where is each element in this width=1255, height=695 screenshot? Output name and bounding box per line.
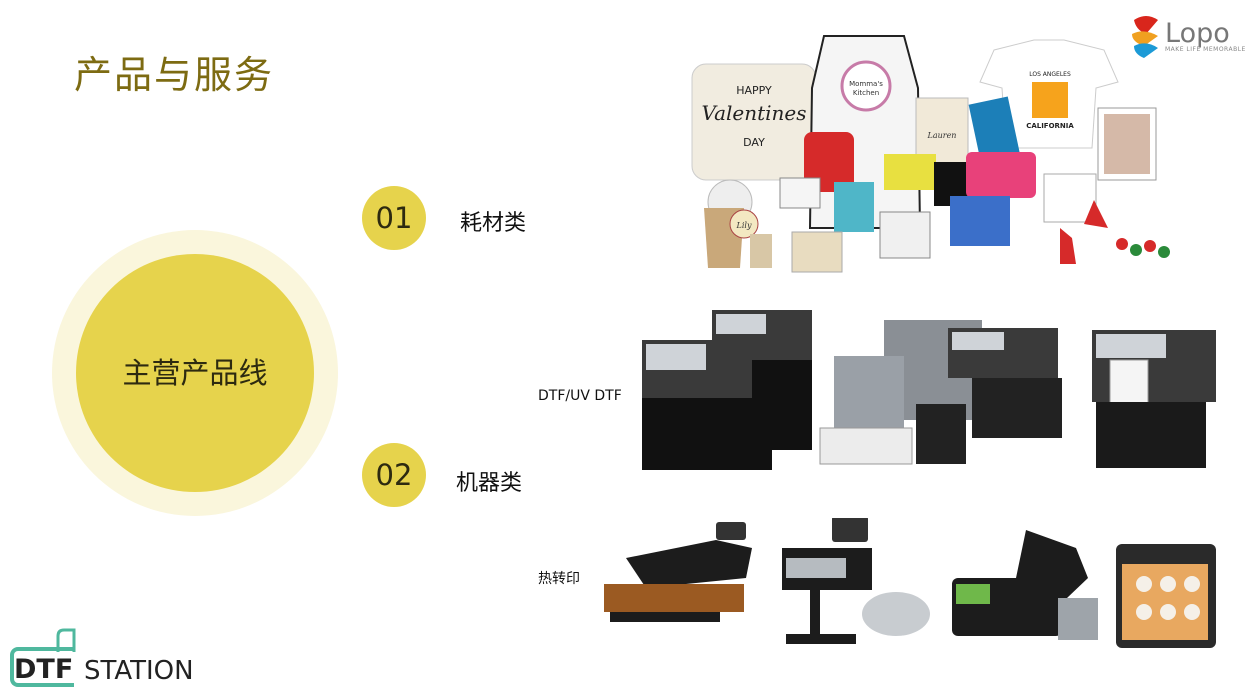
heat-press-image <box>604 518 1216 648</box>
category-label-consumables: 耗材类 <box>460 211 527 236</box>
footer-logo-station: STATION <box>84 656 194 686</box>
svg-text:Kitchen: Kitchen <box>853 89 879 97</box>
lopo-logo-icon <box>1132 16 1158 58</box>
dtf-logo-frame <box>10 647 74 687</box>
category-label-machines: 机器类 <box>456 471 523 496</box>
category-number-02: 02 <box>362 443 426 507</box>
center-circle: 主营产品线 <box>76 254 314 492</box>
svg-text:Lily: Lily <box>736 221 752 230</box>
page-title: 产品与服务 <box>74 53 275 97</box>
brand-name: Lopo <box>1165 18 1230 49</box>
brand-tagline: MAKE LIFE MEMORABLE <box>1165 46 1246 53</box>
machine-label-heat: 热转印 <box>538 571 580 587</box>
svg-text:CALIFORNIA: CALIFORNIA <box>1026 122 1074 130</box>
svg-text:LOS ANGELES: LOS ANGELES <box>1029 71 1071 78</box>
center-label: 主营产品线 <box>122 356 268 390</box>
machine-label-dtf: DTF/UV DTF <box>538 388 622 404</box>
svg-text:Valentines: Valentines <box>701 101 806 125</box>
consumables-product-image: HAPPY Valentines DAY Momma's Kitchen Lau… <box>691 35 1170 273</box>
category-number-01: 01 <box>362 186 426 250</box>
svg-text:Lauren: Lauren <box>927 131 957 140</box>
svg-text:Momma's: Momma's <box>849 80 883 88</box>
svg-text:DAY: DAY <box>743 136 765 149</box>
dtf-logo-mark-icon <box>56 628 76 652</box>
footer-logo-dtf: DTF <box>14 654 74 685</box>
dtf-machines-image <box>642 310 1216 470</box>
svg-text:HAPPY: HAPPY <box>736 84 772 97</box>
